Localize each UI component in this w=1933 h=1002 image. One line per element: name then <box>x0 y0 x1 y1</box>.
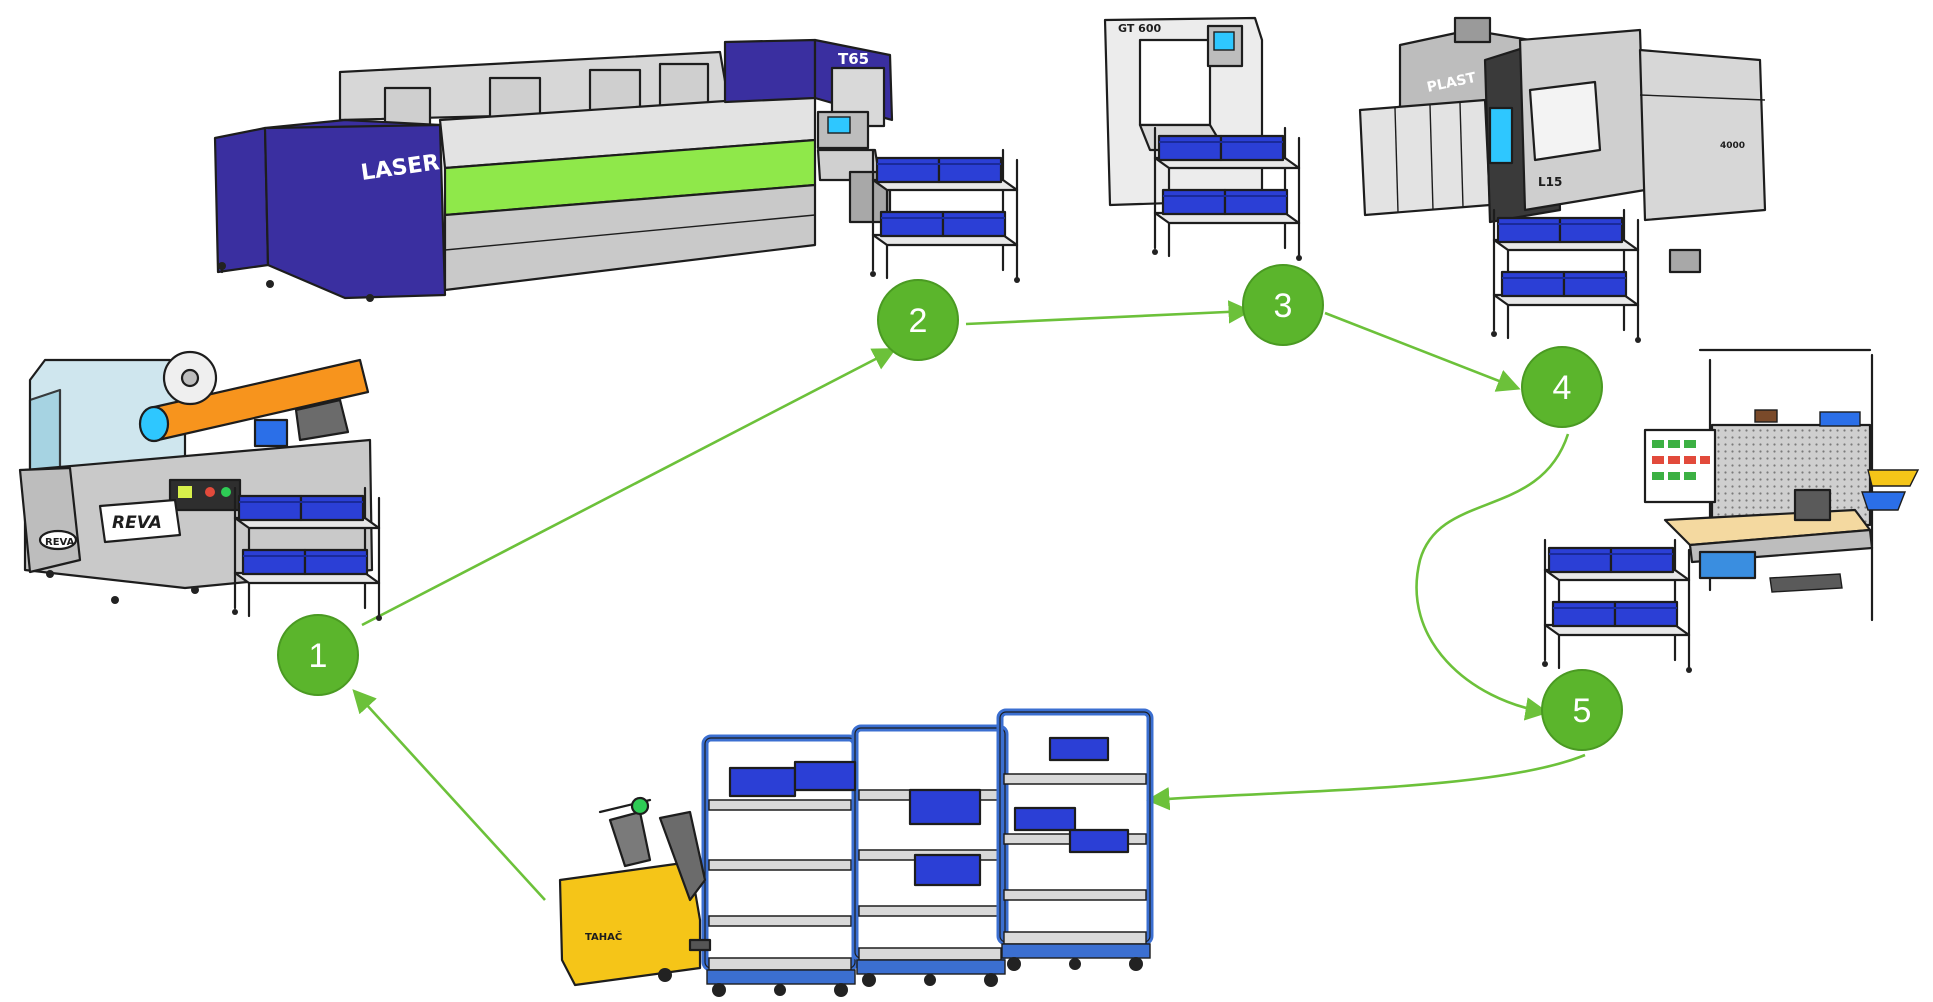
cart-station-4 <box>1489 208 1643 345</box>
step-badge-1: 1 <box>277 614 359 696</box>
step-number-2: 2 <box>909 302 928 340</box>
cart-station-3 <box>1150 126 1304 263</box>
reva-label: REVA <box>112 513 162 533</box>
laser-machine: LASER T65 <box>213 38 894 302</box>
step-badge-3: 3 <box>1242 264 1324 346</box>
step-number-5: 5 <box>1573 692 1592 730</box>
arrow-1-to-2 <box>361 348 897 627</box>
tug-label: TAHAČ <box>585 930 622 943</box>
step-number-4: 4 <box>1553 369 1572 407</box>
step-number-1: 1 <box>309 637 328 675</box>
plast-model-label: L15 <box>1538 175 1562 189</box>
tugger-train: TAHAČ <box>558 712 1150 997</box>
laser-model-label: T65 <box>838 50 869 68</box>
cart-station-5 <box>1540 538 1694 675</box>
flow-arrows <box>352 300 1586 901</box>
cart-station-2 <box>868 148 1022 285</box>
cart-station-1 <box>230 486 384 623</box>
arrow-4-to-5 <box>1415 433 1570 721</box>
step-badge-2: 2 <box>877 279 959 361</box>
step-badge-5: 5 <box>1541 669 1623 751</box>
step-badge-4: 4 <box>1521 346 1603 428</box>
step-number-3: 3 <box>1274 287 1293 325</box>
plast-machine: PLAST L15 4000 <box>1358 16 1767 274</box>
arrow-2-to-3 <box>965 300 1252 326</box>
gt-model-label: GT 600 <box>1118 22 1161 35</box>
assembly-workbench <box>1643 348 1920 622</box>
step-badges: 1 2 3 4 5 <box>277 264 1623 751</box>
plast-number-label: 4000 <box>1720 141 1745 151</box>
arrow-3-to-4 <box>1324 311 1521 392</box>
gt-machine: GT 600 <box>1103 16 1264 207</box>
arrow-tug-to-1 <box>352 689 546 901</box>
reva-badge: REVA <box>45 537 75 548</box>
arrow-5-to-carts <box>1146 753 1586 811</box>
